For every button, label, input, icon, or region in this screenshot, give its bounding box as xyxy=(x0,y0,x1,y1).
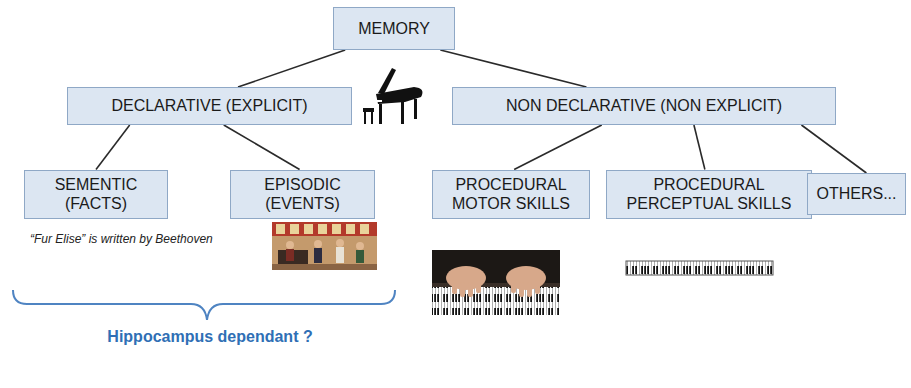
box-label: EPISODIC (EVENTS) xyxy=(253,175,353,213)
piano-icon xyxy=(363,68,422,124)
tree-connector xyxy=(224,125,300,170)
hands-photo xyxy=(432,250,560,315)
concert-photo xyxy=(272,222,377,270)
box-label: PROCEDURAL PERCEPTUAL SKILLS xyxy=(619,175,799,213)
category-box: PROCEDURAL PERCEPTUAL SKILLS xyxy=(606,170,812,219)
example-note: “Fur Elise” is written by Beethoven xyxy=(30,232,213,246)
box-label: DECLARATIVE (EXPLICIT) xyxy=(111,96,307,115)
box-label: NON DECLARATIVE (NON EXPLICIT) xyxy=(506,96,782,115)
box-label: OTHERS... xyxy=(816,184,896,203)
tree-connector xyxy=(694,125,705,170)
tree-connector xyxy=(96,125,130,170)
tree-connector xyxy=(238,50,345,87)
box-label: PROCEDURAL MOTOR SKILLS xyxy=(445,175,577,213)
brace-bracket xyxy=(13,290,395,320)
category-box: EPISODIC (EVENTS) xyxy=(230,170,375,219)
tree-connector xyxy=(514,125,602,170)
tree-connector xyxy=(440,50,586,87)
box-label: SEMENTIC (FACTS) xyxy=(46,175,146,213)
keyboard-icon xyxy=(626,261,773,275)
tree-connector xyxy=(801,125,866,173)
category-box: DECLARATIVE (EXPLICIT) xyxy=(67,87,352,125)
box-label: MEMORY xyxy=(358,19,430,38)
category-box: NON DECLARATIVE (NON EXPLICIT) xyxy=(452,87,836,125)
category-box: PROCEDURAL MOTOR SKILLS xyxy=(432,170,590,219)
category-box: MEMORY xyxy=(333,7,455,50)
category-box: OTHERS... xyxy=(807,173,906,215)
category-box: SEMENTIC (FACTS) xyxy=(24,170,168,219)
bracket-caption: Hippocampus dependant ? xyxy=(107,328,312,346)
